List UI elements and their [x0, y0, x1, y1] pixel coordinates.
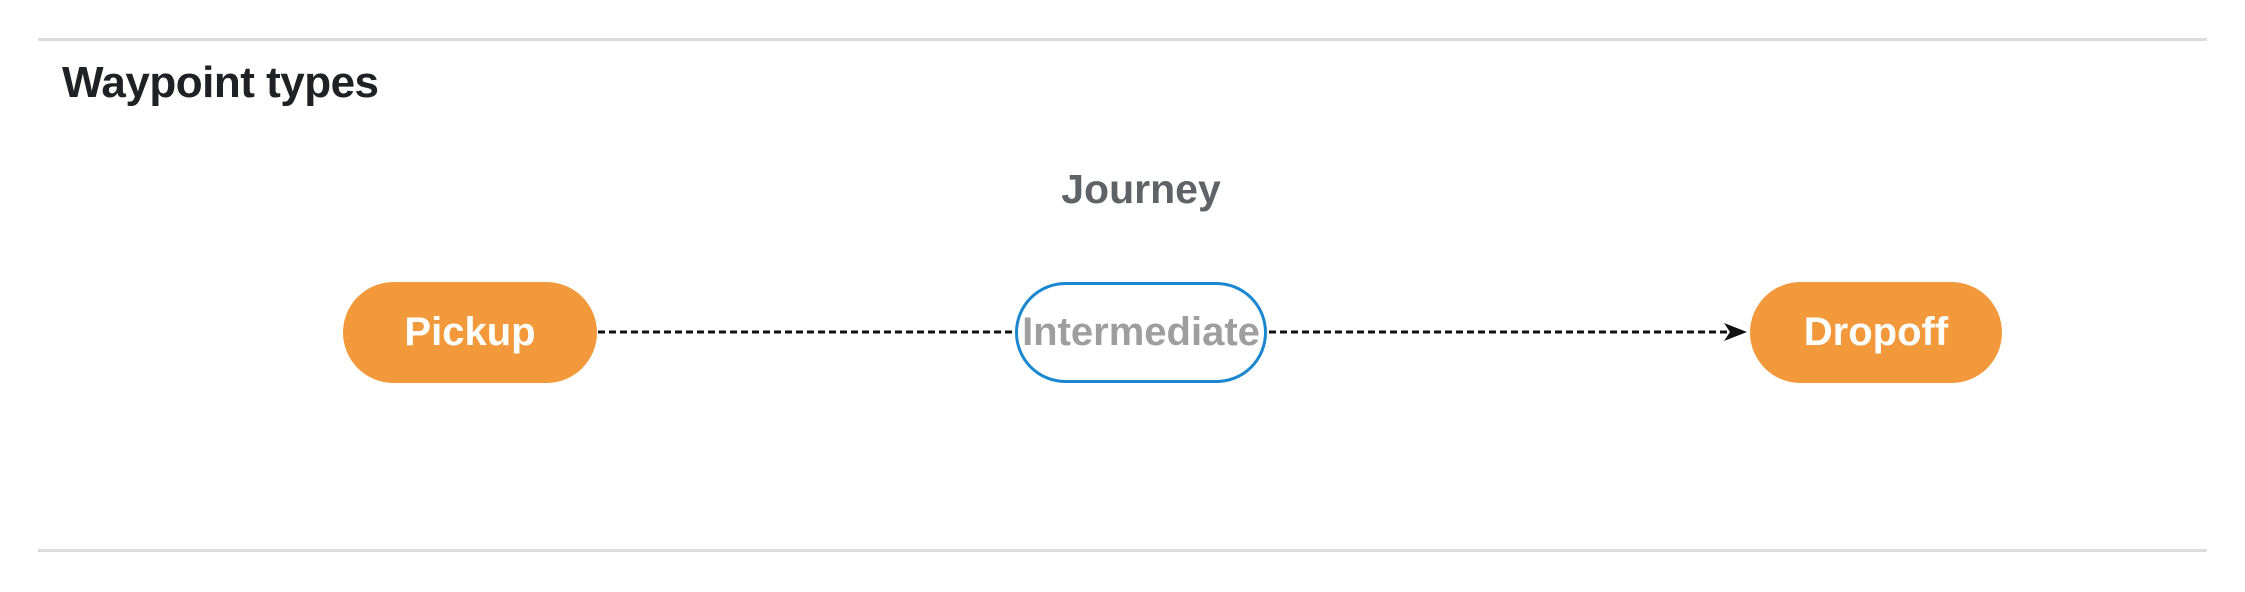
top-divider [38, 38, 2207, 41]
node-pickup-label: Pickup [404, 310, 536, 354]
node-dropoff-label: Dropoff [1803, 310, 1949, 354]
page-title: Waypoint types [62, 58, 379, 107]
node-intermediate-label: Intermediate [1022, 310, 1260, 354]
node-dropoff: Dropoff [1750, 282, 2002, 383]
bottom-divider [38, 549, 2207, 552]
journey-label: Journey [1061, 166, 1221, 212]
node-pickup: Pickup [343, 282, 597, 383]
node-intermediate: Intermediate [1015, 282, 1267, 383]
arrowhead-icon [1724, 323, 1747, 341]
